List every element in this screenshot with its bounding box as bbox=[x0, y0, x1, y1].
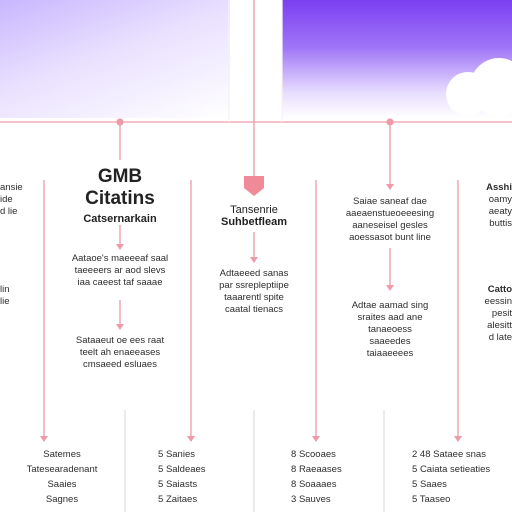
arrow-head bbox=[312, 436, 320, 442]
left-edge-text: ide bbox=[0, 194, 13, 205]
arrow-head bbox=[454, 436, 462, 442]
junction-dot bbox=[116, 118, 124, 126]
right-edge-text: pesit bbox=[491, 308, 512, 319]
right-edge-text: aeaty bbox=[488, 206, 512, 217]
arrow-head bbox=[187, 436, 195, 442]
bottom-item: Saiasts bbox=[165, 479, 198, 490]
block-line: sraites aad ane bbox=[357, 312, 423, 323]
block-line: Saiae saneaf dae bbox=[353, 196, 427, 207]
item-number: 3 bbox=[291, 494, 297, 505]
bottom-item: Sagnes bbox=[45, 494, 79, 505]
text-block-4: Saiae saneaf dae aaeaenstueoeeesing aane… bbox=[330, 196, 450, 244]
title-line-1: GMB bbox=[97, 166, 143, 187]
block-line: aaeaenstueoeeesing bbox=[345, 208, 435, 219]
text-block-3: Adtaeeed sanas par ssrepleptiipe taaaren… bbox=[196, 268, 312, 316]
bottom-item: Taaseo bbox=[419, 494, 451, 505]
block-line: Sataaeut oe ees raat bbox=[75, 335, 165, 346]
right-edge-bottom: Catto eessin pesit alesitt d late bbox=[466, 284, 512, 344]
block-line: taaarentl spite bbox=[224, 292, 284, 303]
item-number: 5 bbox=[412, 479, 418, 490]
bottom-item: Raeaases bbox=[298, 464, 342, 475]
item-number: 5 bbox=[412, 464, 418, 475]
arrow-head bbox=[40, 436, 48, 442]
cloud-shape bbox=[446, 72, 490, 116]
bottom-item: Sauves bbox=[298, 494, 331, 505]
item-number: 8 bbox=[291, 449, 297, 460]
text-block-5: Adtae aamad sing sraites aad ane tanaeoe… bbox=[330, 300, 450, 360]
right-edge-text: alesitt bbox=[487, 320, 512, 331]
arrow-head bbox=[386, 285, 394, 291]
junction-dot bbox=[386, 118, 394, 126]
bottom-column-1: Satemes Tatesearadenant Saaies Sagnes bbox=[6, 447, 118, 507]
title-subtitle: Catsernarkain bbox=[83, 213, 157, 225]
right-edge-text: d late bbox=[488, 332, 512, 343]
text-block-2: Sataaeut oe ees raat teelt ah enaeeases … bbox=[58, 335, 182, 371]
marker-icon bbox=[244, 176, 264, 196]
bottom-item: Soaaaes bbox=[298, 479, 337, 490]
bottom-item: Satemes bbox=[43, 449, 81, 460]
block-line: iaa caeest taf saaae bbox=[77, 277, 163, 288]
bottom-item: 2 48 Sataee snas bbox=[412, 449, 486, 460]
block-line: Adtaeeed sanas bbox=[219, 268, 289, 279]
bottom-item: Sanies bbox=[165, 449, 195, 460]
right-edge-text: Asshi bbox=[486, 182, 512, 193]
arrow-head bbox=[116, 244, 124, 250]
bottom-column-4: 2 48 Sataee snas 5 Caiata setieaties 5 S… bbox=[412, 447, 512, 507]
bottom-item: Saaes bbox=[419, 479, 447, 490]
left-edge-text: d lie bbox=[0, 206, 18, 217]
block-line: par ssrepleptiipe bbox=[219, 280, 289, 291]
item-number: 8 bbox=[291, 464, 297, 475]
left-edge-top: ansie ide d lie bbox=[0, 182, 30, 218]
bottom-item: Tatesearadenant bbox=[26, 464, 98, 475]
block-line: saaeedes bbox=[369, 336, 411, 347]
center-header: Tansenrie Suhbetfleam bbox=[200, 204, 308, 228]
item-number: 5 bbox=[158, 494, 164, 505]
bottom-item: Zaitaes bbox=[165, 494, 198, 505]
arrow-head bbox=[386, 184, 394, 190]
block-line: Adtae aamad sing bbox=[351, 300, 429, 311]
item-number: 5 bbox=[158, 479, 164, 490]
header-banner-left bbox=[0, 0, 230, 118]
block-line: taeeeers ar aod slevs bbox=[74, 265, 166, 276]
bottom-item: Saldeaes bbox=[165, 464, 206, 475]
bottom-column-2: 5 Sanies 5 Saldeaes 5 Saiasts 5 Zaitaes bbox=[158, 447, 238, 507]
bottom-item: Caiata setieaties bbox=[419, 464, 491, 475]
text-block-1: Aataoe's maeeeaf saal taeeeers ar aod sl… bbox=[58, 253, 182, 289]
main-title: GMB Citatins Catsernarkain bbox=[60, 166, 180, 225]
bottom-column-3: 8 Scooaes 8 Raeaases 8 Soaaaes 3 Sauves bbox=[291, 447, 371, 507]
item-number: 5 bbox=[158, 449, 164, 460]
left-edge-text: lie bbox=[0, 296, 10, 307]
block-line: teelt ah enaeeases bbox=[79, 347, 161, 358]
block-line: Aataoe's maeeeaf saal bbox=[71, 253, 169, 264]
bottom-item: Scooaes bbox=[298, 449, 336, 460]
right-edge-top: Asshi oamy aeaty buttis bbox=[466, 182, 512, 230]
right-edge-text: oamy bbox=[488, 194, 512, 205]
bottom-item: Saaies bbox=[47, 479, 77, 490]
left-edge-bottom: lin lie bbox=[0, 284, 30, 308]
center-header-line-2: Suhbetfleam bbox=[220, 216, 287, 228]
block-line: caatal tienacs bbox=[224, 304, 284, 315]
title-line-2: Citatins bbox=[85, 188, 155, 209]
arrow-head bbox=[250, 257, 258, 263]
block-line: aaneseisel gesles bbox=[352, 220, 428, 231]
left-edge-text: ansie bbox=[0, 182, 23, 193]
right-edge-text: eessin bbox=[484, 296, 512, 307]
center-header-line-1: Tansenrie bbox=[230, 204, 278, 216]
arrow-head bbox=[116, 324, 124, 330]
block-line: aoessasot bunt line bbox=[349, 232, 431, 243]
block-line: tanaeoess bbox=[368, 324, 412, 335]
left-edge-text: lin bbox=[0, 284, 10, 295]
right-edge-text: Catto bbox=[487, 284, 512, 295]
block-line: taiaaeeees bbox=[366, 348, 414, 359]
item-number: 5 bbox=[158, 464, 164, 475]
right-edge-text: buttis bbox=[489, 218, 512, 229]
item-number: 8 bbox=[291, 479, 297, 490]
item-number: 5 bbox=[412, 494, 418, 505]
block-line: cmsaeed esluaes bbox=[83, 359, 157, 370]
